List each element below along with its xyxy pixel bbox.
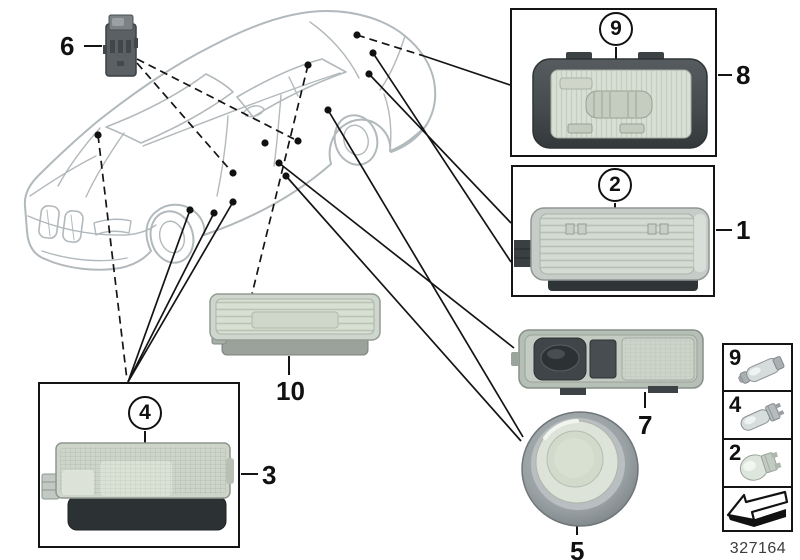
location-dot [369,49,377,57]
location-dot [282,172,290,180]
callout-label-1[interactable]: 1 [736,215,751,245]
callout-box-trunk-lamp [510,8,717,157]
callout-label-6[interactable]: 6 [60,31,75,61]
location-dot [229,169,237,177]
socket-bulb-icon [740,402,785,431]
callout-label-7[interactable]: 7 [638,410,653,440]
location-dot [324,106,332,114]
location-dot [275,159,283,167]
callout-balloon-2[interactable]: 2 [598,168,632,202]
callout-label-3[interactable]: 3 [262,460,277,490]
trunk-lamp-image [532,52,708,149]
leader-lines-dashed [97,34,425,381]
location-dot [210,209,218,217]
leader-lines-solid [127,52,524,442]
callout-label-10[interactable]: 10 [276,376,305,406]
legend-cell-direction-arrow[interactable] [722,486,793,532]
callout-label-5[interactable]: 5 [570,536,585,560]
balloon-2-label: 2 [609,173,621,196]
callout-balloon-4[interactable]: 4 [128,396,162,430]
location-dots [94,31,377,217]
callout-box-interior-lamp [511,165,715,297]
round-lamp-image [521,411,639,527]
kidney-grille [38,205,84,243]
wedge-bulb-icon [739,451,782,481]
front-wheel [149,210,195,264]
glovebox-lamp-image [209,293,381,356]
balloon-4-label: 4 [139,401,151,424]
legend-cell-socket-bulb[interactable]: 4 [722,390,793,440]
footwell-lamp-image [41,442,234,531]
legend-sidebar: 9 4 [722,343,793,532]
legend-cell-wedge-bulb[interactable]: 2 [722,438,793,488]
switch-module-image [103,14,138,77]
location-dot [261,139,269,147]
legend-label-2: 2 [729,440,742,465]
direction-arrow-icon [726,490,789,527]
balloon-9-label: 9 [610,17,622,40]
reading-lamp-image [511,329,704,395]
location-dot [365,70,373,78]
legend-label-9: 9 [729,345,742,370]
location-dot [353,31,361,39]
location-dot [304,61,312,69]
callout-balloon-9[interactable]: 9 [599,12,633,46]
location-dot [229,198,237,206]
legend-label-4: 4 [729,392,742,417]
legend-cell-festoon-bulb[interactable]: 9 [722,343,793,392]
festoon-bulb-icon [738,356,785,384]
location-dot [94,131,102,139]
location-dot [294,137,302,145]
location-dot [186,206,194,214]
part-number-label: 327164 [729,540,787,557]
rear-wheel [333,114,379,166]
interior-lamp-image [514,207,710,291]
callout-label-8[interactable]: 8 [736,60,751,90]
callout-box-footwell-lamp [38,382,240,548]
